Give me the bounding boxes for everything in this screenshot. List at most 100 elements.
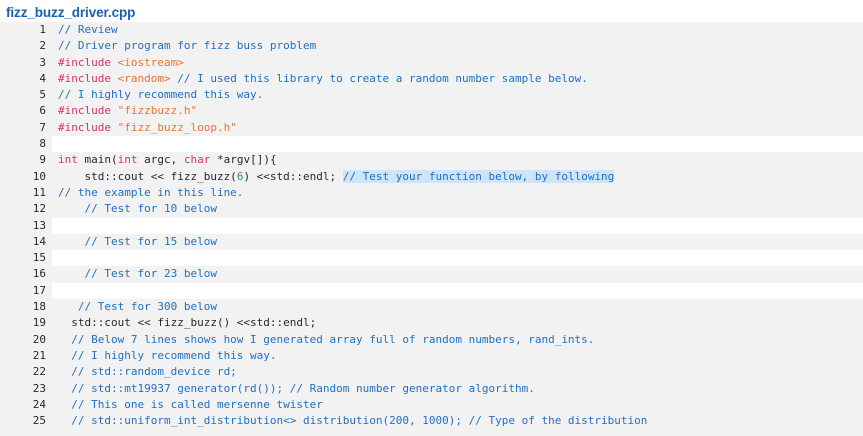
line-number: 21 [0,347,52,365]
code-line[interactable]: 19 std::cout << fizz_buzz() <<std::endl; [0,315,863,332]
code-line-source[interactable]: // Review [52,22,863,39]
file-name-title[interactable]: fizz_buzz_driver.cpp [6,5,136,20]
code-token-plain: ) <<std::endl; [243,169,343,183]
code-line-source[interactable]: // I highly recommend this way. [52,347,863,365]
code-line[interactable]: 6#include "fizzbuzz.h" [0,103,863,120]
code-token-comment: // Test for 23 below [58,267,217,281]
code-line[interactable]: 25 // std::uniform_int_distribution<> di… [0,413,863,430]
code-line[interactable]: 21 // I highly recommend this way. [0,347,863,365]
code-token-num: 6 [236,169,244,183]
code-token-comment: // Test your function below, by followin… [342,169,615,183]
line-number: 14 [0,233,52,251]
line-number: 12 [0,201,52,218]
code-token-plain: std::cout << fizz_buzz() <<std::endl; [58,316,317,330]
code-line[interactable]: 20 // Below 7 lines shows how I generate… [0,331,863,348]
code-line[interactable]: 2// Driver program for fizz buss problem [0,38,863,55]
code-token-inc: <random> [117,71,171,85]
line-number: 1 [0,22,52,39]
code-token-comment: // std::mt19937 generator(rd()); // Rand… [58,381,535,395]
code-line[interactable]: 13 [0,217,863,234]
code-token-pre: #include [58,120,118,134]
code-token-comment: // I highly recommend this way. [58,88,264,102]
code-line-source[interactable]: int main(int argc, char *argv[]){ [52,152,863,169]
code-line[interactable]: 7#include "fizz_buzz_loop.h" [0,119,863,137]
code-line-source[interactable]: // std::uniform_int_distribution<> distr… [52,413,863,430]
code-token-comment: // Test for 15 below [58,234,217,248]
code-line[interactable]: 18 // Test for 300 below [0,299,863,316]
code-line[interactable]: 24 // This one is called mersenne twiste… [0,396,863,414]
code-token-comment: // std::random_device rd; [58,365,237,379]
code-line[interactable]: 3#include <iostream> [0,54,863,71]
line-number: 15 [0,250,52,267]
code-block[interactable]: 1 // Review 2// Driver program for fizz bu… [0,22,863,436]
code-line[interactable]: 5 // I highly recommend this way. [0,87,863,104]
code-line-source[interactable]: std::cout << fizz_buzz() <<std::endl; [52,315,863,332]
line-number: 2 [0,38,52,55]
code-token-pre: #include [58,104,118,118]
code-token-comment: // Test for 10 below [58,202,217,216]
code-token-inc: <iostream> [117,55,184,69]
code-token-comment: // This one is called mersenne twister [58,397,323,411]
code-line-source[interactable] [52,250,863,267]
code-line[interactable]: 11 // the example in this line. [0,184,863,202]
code-token-comment: // Review [58,23,118,36]
line-number: 4 [0,70,52,88]
line-number: 20 [0,331,52,348]
code-line-source[interactable]: // Test for 10 below [52,201,863,218]
code-line[interactable]: 16 // Test for 23 below [0,266,863,283]
code-line[interactable]: 10 std::cout << fizz_buzz(6) <<std::endl… [0,168,863,185]
code-line-source[interactable]: // Test for 15 below [52,233,863,251]
code-line-source[interactable]: // std::random_device rd; [52,364,863,381]
line-number: 7 [0,119,52,137]
code-line-source[interactable] [52,217,863,234]
code-line[interactable]: 22 // std::random_device rd; [0,364,863,381]
line-number: 17 [0,282,52,300]
code-line[interactable]: 23 // std::mt19937 generator(rd()); // R… [0,380,863,397]
code-line[interactable]: 12 // Test for 10 below [0,201,863,218]
line-number: 19 [0,315,52,332]
line-number: 10 [0,168,52,185]
code-token-kw: int [117,153,145,167]
code-token-pre: #include [58,71,118,85]
line-number: 25 [0,413,52,430]
code-line-source[interactable]: #include "fizz_buzz_loop.h" [52,119,863,137]
code-token-str: "fizz_buzz_loop.h" [117,120,237,134]
code-line-source[interactable]: // Test for 300 below [52,299,863,316]
code-line-source[interactable] [52,282,863,300]
code-line-source[interactable]: #include <iostream> [52,54,863,71]
code-line-source[interactable]: // Driver program for fizz buss problem [52,38,863,55]
code-line-source[interactable]: // Test for 23 below [52,266,863,283]
code-token-comment: // Below 7 lines shows how I generated a… [58,332,595,346]
line-number: 11 [0,184,52,202]
line-number: 13 [0,217,52,234]
code-line-source[interactable]: #include "fizzbuzz.h" [52,103,863,120]
code-token-pre: #include [58,55,118,69]
line-number: 24 [0,396,52,414]
code-line-source[interactable]: // I highly recommend this way. [52,87,863,104]
code-line-source[interactable]: // the example in this line. [52,184,863,202]
code-line-source[interactable]: // This one is called mersenne twister [52,396,863,414]
code-line-source[interactable]: // std::mt19937 generator(rd()); // Rand… [52,380,863,397]
code-token-plain: main( [84,153,118,167]
code-line-source[interactable]: #include <random> // I used this library… [52,70,863,88]
line-number: 3 [0,54,52,71]
code-token-kw: int [58,153,85,167]
code-line-source[interactable] [52,136,863,153]
code-token-comment: // the example in this line. [58,185,244,199]
code-token-kw: char [183,153,217,167]
code-line[interactable]: 15 [0,250,863,267]
code-line[interactable]: 1 // Review [0,22,863,39]
line-number: 6 [0,103,52,120]
code-token-plain: *argv[]){ [217,153,277,167]
code-line[interactable]: 14 // Test for 15 below [0,233,863,251]
code-line[interactable]: 8 [0,136,863,153]
line-number: 18 [0,299,52,316]
line-number: 5 [0,87,52,104]
code-line-source[interactable]: std::cout << fizz_buzz(6) <<std::endl; /… [52,168,863,185]
code-line[interactable]: 17 [0,282,863,300]
code-line-source[interactable]: // Below 7 lines shows how I generated a… [52,331,863,348]
code-line[interactable]: 4#include <random> // I used this librar… [0,70,863,88]
line-number: 22 [0,364,52,381]
